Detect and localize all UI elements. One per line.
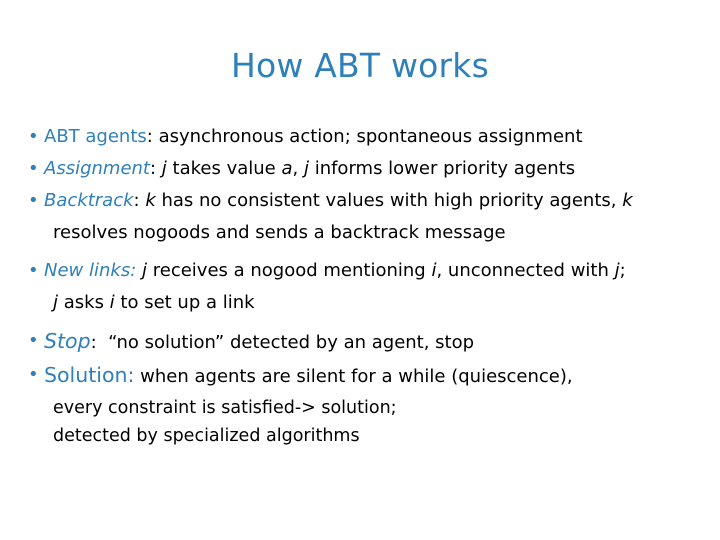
var-a: a (281, 158, 293, 179)
bullet-separator-assignment: : (149, 158, 157, 179)
cont-new-links-2: to set up a link (114, 292, 255, 313)
var-j: j (161, 158, 167, 179)
bullet-marker-icon: • (28, 158, 39, 179)
bullet-body-backtrack-1: has no consistent values with high prior… (155, 190, 623, 211)
bullet-body-new-links-2: , unconnected with (436, 260, 615, 281)
bullet-text-solution: Solution: when agents are silent for a w… (44, 360, 712, 392)
bullet-separator-backtrack: : (133, 190, 140, 211)
bullet-marker-icon: • (28, 330, 39, 351)
bullet-marker-icon: • (28, 364, 39, 385)
bullet-continuation-solution-1: every constraint is satisfied-> solution… (53, 398, 397, 418)
bullet-item-solution: • Solution: when agents are silent for a… (22, 360, 712, 392)
bullet-text-new-links: New links: j receives a nogood mentionin… (44, 256, 712, 286)
bullet-label-assignment: Assignment (44, 158, 150, 179)
bullet-label-backtrack: Backtrack (44, 190, 134, 211)
bullet-text-abt-agents: ABT agents: asynchronous action; spontan… (44, 122, 712, 152)
bullet-text-assignment: Assignment: j takes value a, j informs l… (44, 154, 712, 184)
var-j-5: j (53, 292, 59, 313)
var-j-2: j (303, 158, 309, 179)
page-title: How ABT works (231, 46, 489, 85)
cont-new-links-1: asks (58, 292, 110, 313)
bullet-marker-icon: • (28, 260, 39, 281)
bullet-marker-icon: • (28, 126, 39, 147)
bullet-item-new-links: • New links: j receives a nogood mention… (22, 256, 712, 286)
var-j-3: j (142, 260, 148, 281)
bullet-separator-abt-agents: : (146, 126, 153, 147)
bullet-body-assignment-2: , (292, 158, 304, 179)
var-i: i (431, 260, 437, 281)
bullet-label-stop: Stop (44, 329, 91, 353)
bullet-body-new-links-1: receives a nogood mentioning (147, 260, 432, 281)
bullet-label-new-links: New links: (44, 260, 137, 281)
bullet-label-solution: Solution: (44, 363, 135, 387)
bullet-body-solution: when agents are silent for a while (quie… (140, 366, 573, 387)
var-k: k (145, 190, 156, 211)
bullet-item-backtrack: • Backtrack: k has no consistent values … (22, 186, 712, 216)
bullet-item-stop: • Stop: “no solution” detected by an age… (22, 326, 712, 358)
bullet-body-assignment-1: takes value (166, 158, 282, 179)
bullet-text-stop: Stop: “no solution” detected by an agent… (44, 326, 712, 358)
slide-body: • ABT agents: asynchronous action; spont… (22, 122, 712, 450)
var-i-2: i (109, 292, 115, 313)
bullet-continuation-new-links: j asks i to set up a link (22, 288, 712, 317)
var-k-2: k (622, 190, 633, 211)
bullet-continuation-backtrack: resolves nogoods and sends a backtrack m… (53, 222, 506, 243)
bullet-body-abt-agents: asynchronous action; spontaneous assignm… (158, 126, 583, 147)
bullet-separator-stop: : (90, 332, 97, 353)
bullet-item-abt-agents: • ABT agents: asynchronous action; spont… (22, 122, 712, 152)
bullet-body-stop: “no solution” detected by an agent, stop (108, 332, 475, 353)
bullet-body-assignment-3: informs lower priority agents (308, 158, 576, 179)
bullet-body-new-links-3: ; (619, 260, 626, 281)
bullet-label-abt-agents: ABT agents (44, 126, 147, 147)
bullet-continuation-solution-2: detected by specialized algorithms (53, 426, 360, 446)
bullet-text-backtrack: Backtrack: k has no consistent values wi… (44, 186, 712, 216)
var-j-4: j (614, 260, 620, 281)
bullet-item-assignment: • Assignment: j takes value a, j informs… (22, 154, 712, 184)
bullet-marker-icon: • (28, 190, 39, 211)
